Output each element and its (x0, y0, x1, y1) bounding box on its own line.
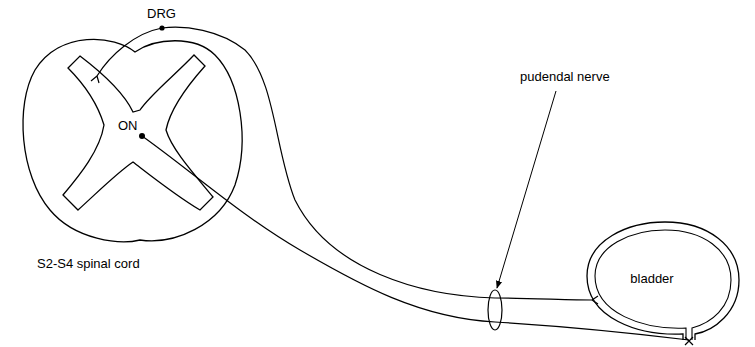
drg-cell-body (159, 25, 164, 30)
bladder-inner-wall (595, 230, 731, 340)
pudendal-nerve-sheath (488, 290, 502, 330)
organ-shape: bladder (583, 218, 743, 340)
afferent-terminal (91, 76, 598, 304)
structure-caption: S2-S4 spinal cord (37, 257, 140, 272)
bladder-outer-wall (587, 222, 739, 340)
nerve-label: pudendal nerve (520, 70, 610, 85)
organ-label: bladder (630, 272, 673, 287)
efferent-fibre (142, 136, 689, 340)
nucleus-label: ON (118, 119, 138, 134)
pointer-arrow (497, 91, 556, 288)
spinal-cord-outline (23, 39, 242, 241)
afferent-fibre (97, 27, 592, 300)
ganglion-label: DRG (147, 7, 176, 22)
grey-matter-outline (63, 55, 213, 210)
